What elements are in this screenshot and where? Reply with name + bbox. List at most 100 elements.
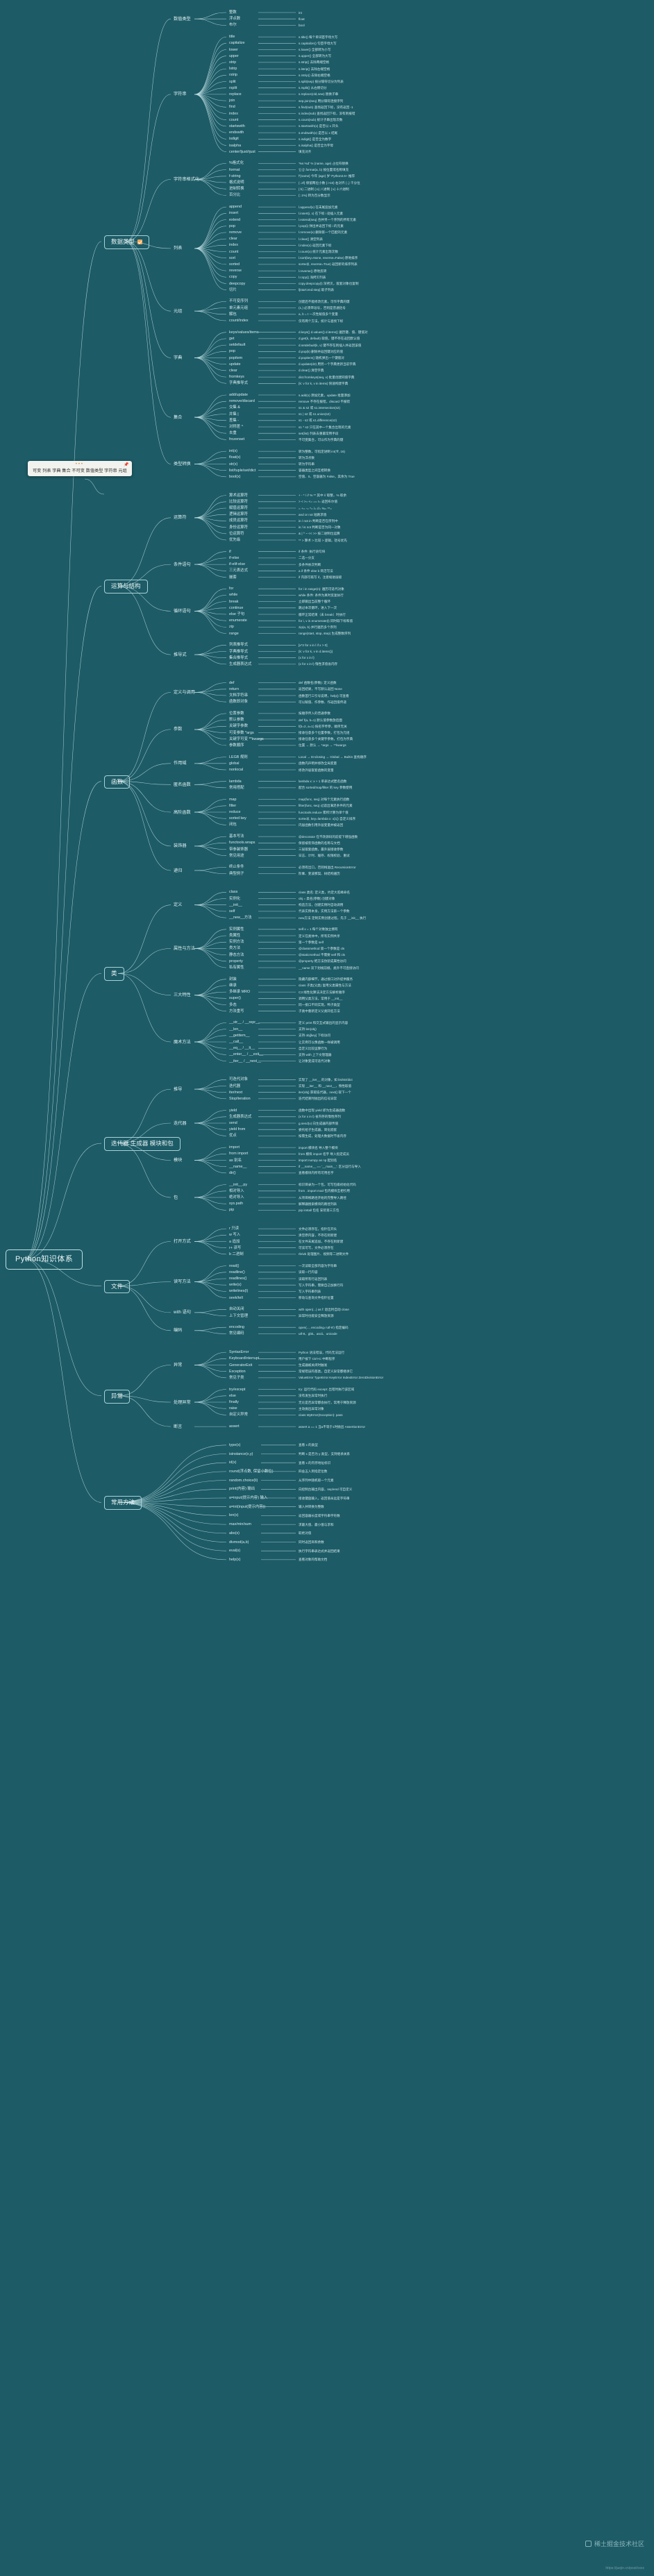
node-l2[interactable]: 递归	[174, 868, 182, 873]
node-l4[interactable]: s.index(sub) 查找返回下标，没有则报错	[299, 112, 355, 115]
branch-node-file[interactable]: 文件	[104, 1279, 131, 1294]
node-l3[interactable]: deepcopy	[229, 282, 245, 286]
node-l4[interactable]: from . import mod 包内模块互相引用	[299, 1189, 350, 1193]
node-l3[interactable]: 逻辑运算符	[229, 512, 248, 516]
node-l4[interactable]: g.send(v) 向生成器内部传值	[299, 1122, 338, 1125]
node-l4[interactable]: 取绝对值	[299, 1531, 311, 1535]
node-l2[interactable]: 断言	[174, 1424, 182, 1429]
node-l3[interactable]: 文档字符串	[229, 693, 248, 698]
node-l4[interactable]: 向控制台输出内容，sep/end 可自定义	[299, 1488, 352, 1491]
node-l2[interactable]: 编码	[174, 1328, 182, 1333]
node-l4[interactable]: l.reverse() 原地反转	[299, 269, 326, 273]
node-l2[interactable]: 读写方法	[174, 1279, 191, 1284]
node-l3[interactable]: global	[229, 761, 239, 766]
node-l3[interactable]: 相对导入	[229, 1189, 244, 1193]
node-l4[interactable]: 委托给子生成器，简化嵌套	[299, 1128, 337, 1131]
node-l4[interactable]: 容器类型之间互相转换	[299, 469, 330, 472]
node-l4[interactable]: d.popitem() 随机弹出一个键值对	[299, 356, 344, 360]
node-l4[interactable]: float	[299, 17, 305, 21]
node-l3[interactable]: 类方法	[229, 946, 240, 950]
node-l3[interactable]: join	[229, 99, 235, 103]
node-l4[interactable]: l[start:end:step] 取子列表	[299, 288, 334, 292]
node-l3[interactable]: 比较运算符	[229, 500, 248, 504]
node-l3[interactable]: seek/tell	[229, 1296, 243, 1300]
node-l3[interactable]: 差集 -	[229, 419, 239, 423]
node-l4[interactable]: d.pop(k) 删除并返回键对应的值	[299, 350, 343, 353]
node-l3[interactable]: functools.wraps	[229, 841, 255, 845]
node-l4[interactable]: 隐藏内部细节，通过接口对外提供服务	[299, 977, 353, 981]
node-l3[interactable]: 三元表达式	[229, 569, 248, 573]
node-l3[interactable]: class	[229, 890, 237, 894]
node-l4[interactable]: 让对象变成可迭代对象	[299, 1059, 330, 1063]
node-l4[interactable]: d.clear() 清空字典	[299, 369, 324, 372]
node-l3[interactable]: 优点	[229, 1134, 237, 1138]
node-l3[interactable]: break	[229, 600, 239, 604]
node-l4[interactable]: 可读可写，文件必须存在	[299, 1246, 334, 1249]
branch-node-common[interactable]: 常用方法	[104, 1496, 142, 1510]
node-l4[interactable]: s.capitalize() 句首字母大写	[299, 42, 337, 45]
node-l4[interactable]: 阶乘、斐波那契、树结构遍历	[299, 872, 340, 875]
node-l4[interactable]: 支持 with 上下文管理器	[299, 1053, 331, 1057]
node-l4[interactable]: while 条件: 条件为真时反复执行	[299, 594, 344, 597]
node-l4[interactable]: 查看模块内所有可用名字	[299, 1171, 334, 1175]
node-l4[interactable]: copy.deepcopy(l) 深拷贝，嵌套对象也复制	[299, 282, 358, 285]
node-l4[interactable]: s1 | s2 或 s1.union(s2)	[299, 412, 330, 416]
node-l2[interactable]: 模块	[174, 1158, 182, 1163]
node-l4[interactable]: with open(...) as f: 退出时自动 close	[299, 1308, 349, 1311]
node-l3[interactable]: 布尔	[229, 23, 237, 27]
node-l4[interactable]: a, b = t 一次性赋值多个变量	[299, 312, 338, 316]
node-l3[interactable]: 并集 |	[229, 412, 239, 416]
node-l4[interactable]: d.setdefault(k, v) 键不存在则插入并返回该值	[299, 344, 361, 347]
node-l3[interactable]: append	[229, 205, 242, 209]
node-l3[interactable]: if-elif-else	[229, 562, 245, 566]
node-l3[interactable]: 函数即对象	[229, 700, 248, 704]
node-l3[interactable]: clear	[229, 237, 237, 241]
node-l3[interactable]: 封装	[229, 977, 237, 982]
node-l3[interactable]: popitem	[229, 356, 242, 360]
node-l3[interactable]: isalpha	[229, 144, 241, 148]
node-l4[interactable]: 查看对象的帮助文档	[299, 1558, 327, 1561]
branch-node-class[interactable]: 类	[104, 967, 124, 982]
node-l3[interactable]: 实例方法	[229, 940, 244, 944]
node-l4[interactable]: 执行字符串表达式并返回结果	[299, 1549, 340, 1553]
node-l3[interactable]: index	[229, 112, 238, 116]
node-l4[interactable]: 构造方法，创建实例时自动调用	[299, 903, 343, 907]
node-l4[interactable]: 按需生成，处理大数据时节省内存	[299, 1134, 346, 1138]
node-l4[interactable]: = += -= *= /= //= %= **=	[299, 507, 332, 510]
node-l3[interactable]: eval(s)	[229, 1549, 240, 1553]
node-l4[interactable]: import 模块名 导入整个模块	[299, 1146, 338, 1150]
node-l4[interactable]: s.find(sub) 查找返回下标，没有返回 -1	[299, 106, 353, 109]
node-l4[interactable]: 填充对齐	[299, 150, 311, 153]
node-l4[interactable]: s.isalpha() 是否全为字母	[299, 144, 333, 147]
root-node[interactable]: Python知识体系	[6, 1249, 83, 1270]
node-l4[interactable]: s.title() 每个单词首字母大写	[299, 35, 337, 39]
node-l4[interactable]: 读取所有行返回列表	[299, 1277, 327, 1281]
node-l3[interactable]: remove	[229, 230, 242, 235]
node-l4[interactable]: 文件必须存在，指针在开头	[299, 1227, 337, 1231]
node-l3[interactable]: super()	[229, 996, 241, 1000]
node-l2[interactable]: 魔术方法	[174, 1040, 191, 1045]
node-l3[interactable]: int(x)	[229, 449, 237, 453]
node-l3[interactable]: lower	[229, 48, 238, 52]
node-l3[interactable]: reverse	[229, 269, 242, 273]
node-l3[interactable]: readlines()	[229, 1277, 246, 1281]
node-l4[interactable]: assert a == 1 当a不等于1时抛出 AssertionError	[299, 1425, 365, 1429]
node-l4[interactable]: zip(a, b) 并行遍历多个序列	[299, 625, 337, 629]
node-l4[interactable]: 第一个参数是 self	[299, 941, 324, 944]
node-l3[interactable]: iter/next	[229, 1091, 242, 1095]
node-l4[interactable]: 跳过本次循环，进入下一次	[299, 606, 337, 609]
node-l4[interactable]: 保留被装饰函数的名称与文档	[299, 841, 340, 845]
node-l4[interactable]: rb/wb 处理图片、视频等二进制文件	[299, 1252, 349, 1256]
node-l2[interactable]: 打开方式	[174, 1239, 191, 1244]
node-l4[interactable]: @decorator 在不改源码的前提下增强函数	[299, 835, 358, 839]
node-l3[interactable]: pop	[229, 224, 235, 228]
node-l4[interactable]: class MyError(Exception): pass	[299, 1413, 343, 1417]
node-l4[interactable]: d.update(d2) 用另一个字典更新当前字典	[299, 362, 355, 366]
node-l4[interactable]: 从序列中随机取一个元素	[299, 1479, 334, 1482]
node-l2[interactable]: 列表	[174, 246, 182, 251]
node-l4[interactable]: 转为字符串	[299, 462, 315, 466]
node-l4[interactable]: 支持 obj[key] 下标访问	[299, 1034, 330, 1037]
node-l3[interactable]: pop	[229, 349, 235, 353]
node-l3[interactable]: 列表推导式	[229, 643, 248, 647]
node-l3[interactable]: bool(x)	[229, 475, 240, 479]
